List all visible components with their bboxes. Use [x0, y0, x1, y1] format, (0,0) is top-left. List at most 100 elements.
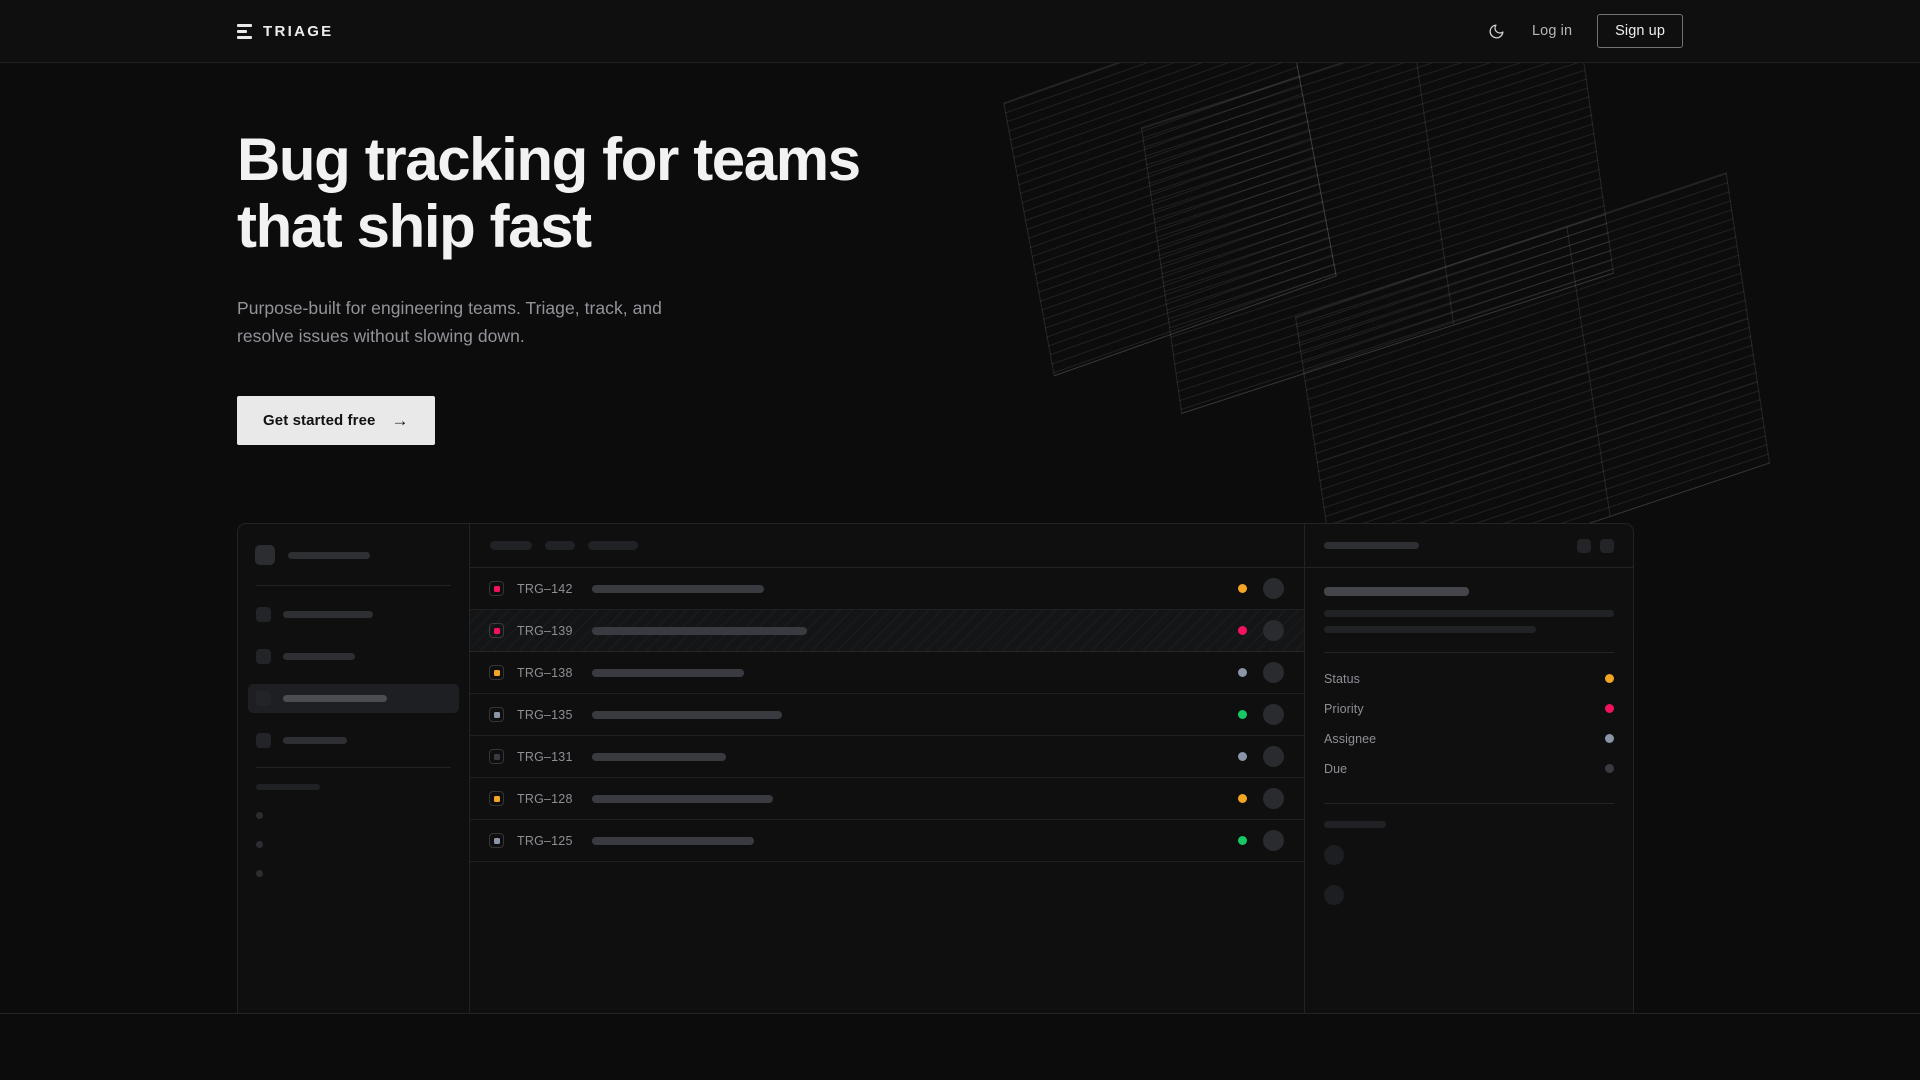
- issue-key: TRG–135: [517, 707, 573, 722]
- meta-label: Due: [1324, 761, 1348, 776]
- hero-title-line-2: that ship fast: [237, 193, 592, 261]
- issue-title-placeholder: [592, 752, 726, 761]
- workspace-avatar: [255, 545, 275, 565]
- meta-row-due[interactable]: Due: [1324, 760, 1614, 777]
- status-dot: [1238, 752, 1247, 761]
- issue-key: TRG–142: [517, 581, 573, 596]
- detail-action-buttons: [1577, 538, 1614, 553]
- nav-item-label-placeholder: [283, 653, 355, 660]
- issue-row[interactable]: TRG–125: [470, 820, 1304, 862]
- comments-label-placeholder: [1324, 821, 1386, 828]
- toolbar-filter-placeholder[interactable]: [490, 541, 532, 550]
- issue-row[interactable]: TRG–135: [470, 694, 1304, 736]
- meta-label: Assignee: [1324, 731, 1377, 746]
- detail-title-placeholder: [1324, 542, 1419, 549]
- status-dot: [1238, 584, 1247, 593]
- status-dot: [1238, 794, 1247, 803]
- assignee-avatar: [1263, 704, 1284, 725]
- meta-label: Status: [1324, 671, 1361, 686]
- signup-button[interactable]: Sign up: [1597, 14, 1683, 48]
- priority-badge: [489, 581, 504, 596]
- divider: [1324, 803, 1614, 804]
- issue-row[interactable]: TRG–131: [470, 736, 1304, 778]
- toolbar-filter-placeholder[interactable]: [588, 541, 638, 550]
- divider: [256, 767, 451, 768]
- description-line-placeholder: [1324, 626, 1536, 633]
- section-divider: [0, 1013, 1920, 1014]
- detail-action-button[interactable]: [1577, 538, 1591, 553]
- issue-row[interactable]: TRG–142: [470, 568, 1304, 610]
- nav-item-icon: [256, 733, 271, 748]
- meta-label: Priority: [1324, 701, 1364, 716]
- toolbar-filter-placeholder[interactable]: [545, 541, 575, 550]
- comment-list: [1324, 828, 1614, 905]
- sidebar-project-dot[interactable]: [256, 841, 263, 848]
- nav-item-label-placeholder: [283, 695, 387, 702]
- meta-row-assignee[interactable]: Assignee: [1324, 730, 1614, 747]
- issue-key: TRG–131: [517, 749, 573, 764]
- sidebar-nav-item[interactable]: [248, 642, 459, 671]
- assignee-avatar: [1263, 830, 1284, 851]
- divider: [256, 585, 451, 586]
- description-line-placeholder: [1324, 610, 1614, 617]
- priority-badge: [489, 791, 504, 806]
- status-dot: [1238, 626, 1247, 635]
- issue-key: TRG–125: [517, 833, 573, 848]
- page-title: Bug tracking for teams that ship fast: [237, 126, 917, 260]
- site-header: TRIAGE Log in Sign up: [0, 0, 1920, 63]
- sidebar-nav-item[interactable]: [248, 726, 459, 755]
- sidebar-project-dot[interactable]: [256, 870, 263, 877]
- detail-action-button[interactable]: [1600, 538, 1614, 553]
- moon-icon[interactable]: [1485, 20, 1507, 42]
- sidebar-project-dot[interactable]: [256, 812, 263, 819]
- sidebar-section: [238, 768, 469, 877]
- issue-title-placeholder: [592, 710, 782, 719]
- get-started-button[interactable]: Get started free →: [237, 396, 435, 446]
- brand-name: TRIAGE: [263, 22, 334, 40]
- meta-value-dot: [1605, 704, 1614, 713]
- triage-bars-icon: [237, 23, 252, 39]
- issue-title-placeholder: [592, 626, 807, 635]
- nav-item-icon: [256, 607, 271, 622]
- issue-row[interactable]: TRG–128: [470, 778, 1304, 820]
- meta-row-priority[interactable]: Priority: [1324, 700, 1614, 717]
- assignee-avatar: [1263, 620, 1284, 641]
- sidebar-nav-item[interactable]: [248, 600, 459, 629]
- comment-avatar: [1324, 845, 1344, 865]
- assignee-avatar: [1263, 662, 1284, 683]
- issue-row[interactable]: TRG–139: [470, 610, 1304, 652]
- status-dot: [1238, 710, 1247, 719]
- workspace-switcher[interactable]: [238, 524, 469, 585]
- sidebar-nav-item[interactable]: [248, 684, 459, 713]
- issue-row-meta: [1238, 746, 1284, 767]
- priority-badge: [489, 833, 504, 848]
- issue-title-placeholder: [592, 584, 764, 593]
- hero-title-line-1: Bug tracking for teams: [237, 126, 861, 193]
- meta-row-status[interactable]: Status: [1324, 670, 1614, 687]
- status-dot: [1238, 668, 1247, 677]
- nav-item-label-placeholder: [283, 611, 373, 618]
- issue-heading-placeholder: [1324, 587, 1469, 596]
- issue-row-meta: [1238, 620, 1284, 641]
- brand-logo[interactable]: TRIAGE: [237, 23, 333, 40]
- assignee-avatar: [1263, 578, 1284, 599]
- header-nav: Log in Sign up: [1485, 14, 1683, 48]
- hero-subtitle: Purpose-built for engineering teams. Tri…: [237, 298, 662, 347]
- detail-footer: [1305, 781, 1633, 905]
- workspace-name-placeholder: [288, 551, 370, 559]
- issue-key: TRG–138: [517, 665, 573, 680]
- nav-item-icon: [256, 649, 271, 664]
- issue-row-meta: [1238, 662, 1284, 683]
- priority-badge: [489, 749, 504, 764]
- issue-row[interactable]: TRG–138: [470, 652, 1304, 694]
- divider: [1324, 652, 1614, 653]
- issue-row-meta: [1238, 578, 1284, 599]
- login-link[interactable]: Log in: [1532, 23, 1573, 39]
- issue-title-placeholder: [592, 836, 754, 845]
